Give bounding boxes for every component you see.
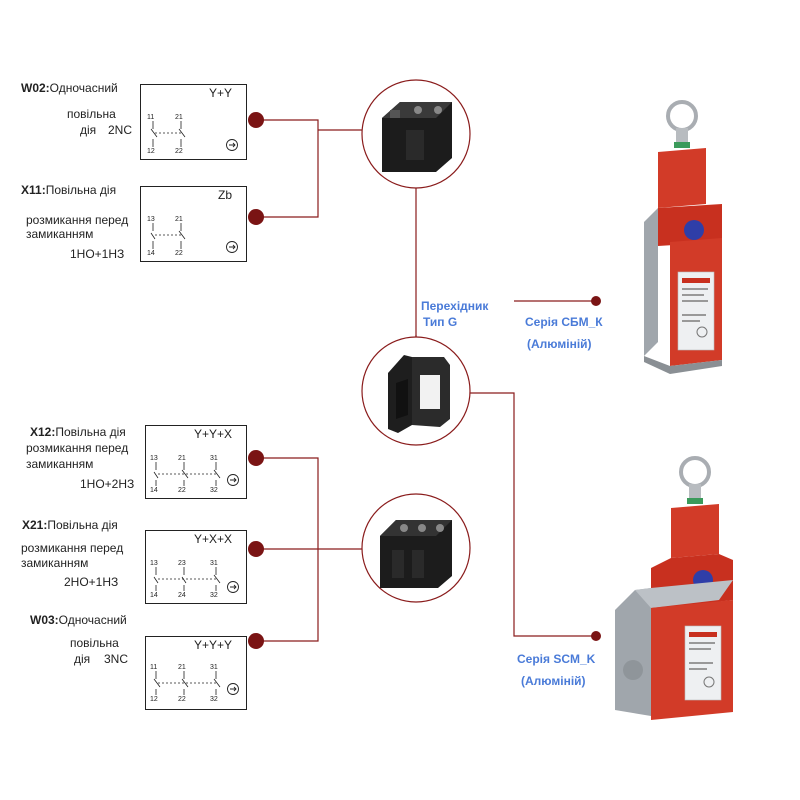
label-x12-l3: замиканням [26, 457, 94, 471]
label-x21: X21:Повільна дія [22, 518, 118, 532]
contact-schematic: 13 23 31 14 24 32 [150, 560, 239, 599]
svg-text:21: 21 [178, 455, 186, 462]
label-x12-l2: розмикання перед [26, 441, 129, 455]
svg-text:21: 21 [178, 664, 186, 671]
node-scm [591, 631, 601, 641]
svg-text:13: 13 [147, 216, 155, 223]
svg-text:31: 31 [210, 664, 218, 671]
svg-text:14: 14 [150, 487, 158, 494]
contacts-x11: 1НО+1НЗ [70, 247, 125, 261]
svg-text:13: 13 [150, 455, 158, 462]
contact-box-x21: Y+X+X 13 23 31 14 24 32 [145, 530, 247, 604]
node-w02 [248, 112, 264, 128]
contacts-x21: 2НО+1НЗ [64, 575, 119, 589]
contact-schematic: 11 21 31 12 22 32 [150, 664, 239, 703]
contact-box-header: Y+Y+X [193, 427, 232, 441]
contact-box-header: Y+Y+Y [193, 638, 232, 652]
node-x12 [248, 450, 264, 466]
svg-text:31: 31 [210, 455, 218, 462]
contact-box-x12: Y+Y+X 13 21 31 14 22 32 [145, 425, 247, 499]
label-w02-l2: повільна [67, 107, 116, 121]
svg-text:32: 32 [210, 696, 218, 703]
svg-text:13: 13 [150, 560, 158, 567]
contact-box-w03: Y+Y+Y 11 21 31 12 22 32 [145, 636, 247, 710]
contact-box-w02: Y+Y 11 21 12 22 [140, 84, 247, 160]
svg-text:22: 22 [175, 148, 183, 155]
switch-scm-image [615, 456, 733, 720]
adapter-type-g-image [361, 336, 471, 446]
contacts-w03: 3NC [104, 652, 129, 666]
contact-block-2-image [361, 79, 471, 189]
node-sbm [591, 296, 601, 306]
contacts-x12: 1НО+2НЗ [80, 477, 135, 491]
node-w03 [248, 633, 264, 649]
series-scm-label: Серія SCM_K (Алюміній) [517, 652, 596, 688]
node-x11 [248, 209, 264, 225]
svg-text:31: 31 [210, 560, 218, 567]
label-w03-l2: повільна [70, 636, 119, 650]
label-w03: W03:Одночасний [30, 613, 127, 627]
label-w02-l3: дія [80, 123, 97, 137]
switch-sbm-image [644, 100, 722, 374]
label-x11-l3: замиканням [26, 227, 94, 241]
svg-text:12: 12 [147, 148, 155, 155]
svg-text:14: 14 [147, 250, 155, 257]
contact-block-3-image [361, 493, 471, 603]
label-x21-l3: замиканням [21, 556, 89, 570]
svg-text:32: 32 [210, 487, 218, 494]
svg-text:22: 22 [175, 250, 183, 257]
contact-schematic: 13 21 14 22 [147, 216, 238, 257]
contact-box-header: Y+Y [208, 86, 232, 100]
contact-box-x11: Zb 13 21 14 22 [140, 186, 247, 262]
node-x21 [248, 541, 264, 557]
label-x11: X11:Повільна дія [21, 183, 117, 197]
svg-text:23: 23 [178, 560, 186, 567]
svg-text:21: 21 [175, 114, 183, 121]
svg-text:12: 12 [150, 696, 158, 703]
svg-text:11: 11 [150, 664, 157, 671]
contact-schematic: 13 21 31 14 22 32 [150, 455, 239, 494]
adapter-label: Перехідник Тип G [421, 299, 489, 329]
svg-text:21: 21 [175, 216, 183, 223]
label-x11-l2: розмикання перед [26, 213, 129, 227]
svg-text:22: 22 [178, 696, 186, 703]
label-x12: X12:Повільна дія [30, 425, 126, 439]
svg-text:32: 32 [210, 592, 218, 599]
series-sbm-label: Серія СБМ_К (Алюміній) [525, 315, 603, 351]
contact-box-header: Zb [217, 188, 232, 202]
label-x21-l2: розмикання перед [21, 541, 124, 555]
svg-text:14: 14 [150, 592, 158, 599]
svg-text:11: 11 [147, 114, 154, 121]
svg-text:22: 22 [178, 487, 186, 494]
svg-text:24: 24 [178, 592, 186, 599]
contact-box-header: Y+X+X [193, 532, 232, 546]
contacts-w02: 2NC [108, 123, 133, 137]
label-w03-l3: дія [74, 652, 91, 666]
contact-schematic: 11 21 12 22 [147, 114, 238, 155]
label-w02: W02:Одночасний [21, 81, 118, 95]
